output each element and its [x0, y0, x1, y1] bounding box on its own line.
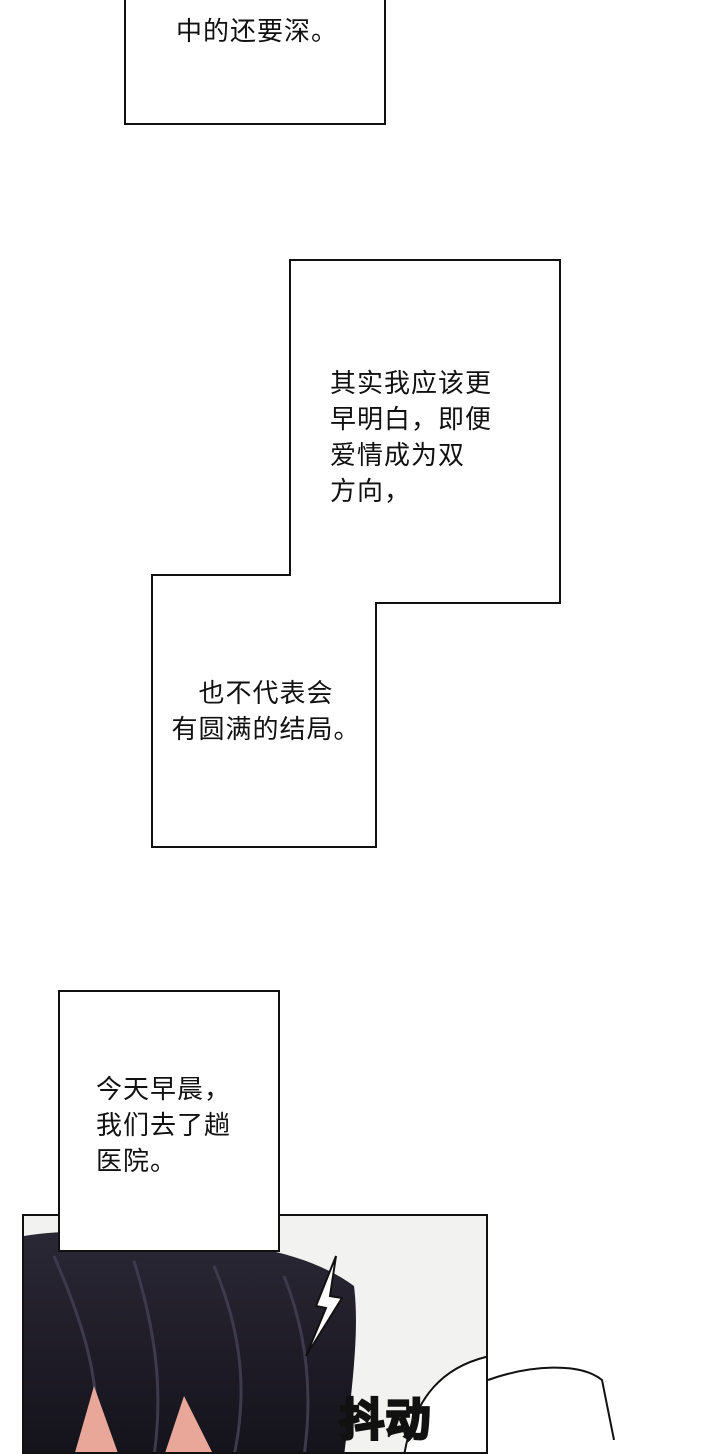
- narration-text-1: 中的还要深。: [176, 17, 339, 47]
- narration-text-4: 今天早晨， 我们去了趟 医院。: [96, 1075, 232, 1177]
- narration-box-outline: [151, 259, 561, 848]
- narration-box-1: [124, 0, 386, 125]
- narration-text-3: 也不代表会 有圆满的结局。: [171, 679, 361, 745]
- sound-effect-text: 抖动: [339, 1394, 432, 1448]
- narration-box-4: [58, 990, 280, 1252]
- character-hair-art: [24, 1216, 486, 1452]
- character-panel: [22, 1214, 488, 1454]
- narration-text-2: 其实我应该更 早明白，即便 爱情成为双 方向，: [330, 369, 493, 507]
